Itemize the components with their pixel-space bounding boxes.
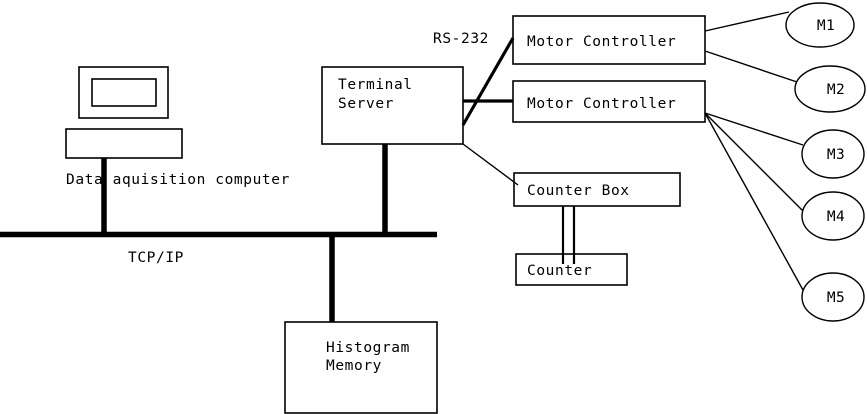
terminal-server-box: [321, 66, 464, 145]
motor-m4-ellipse: [801, 191, 865, 241]
rs232-edge-label: RS-232: [433, 31, 489, 47]
motor-m1-label: M1: [817, 18, 835, 34]
computer-base-unit: [65, 128, 183, 159]
motor-m4-label: M4: [827, 209, 845, 225]
histogram-memory-label-line2: Memory: [326, 358, 382, 374]
motor-controller-1-to-m1-link: [704, 11, 790, 32]
terminal-server-to-counter-box-link: [462, 143, 519, 186]
histogram-memory-label-line1: Histogram: [326, 340, 410, 356]
tcpip-edge-label: TCP/IP: [128, 250, 184, 266]
motor-controller-1-box: [512, 15, 706, 65]
counter-label: Counter: [527, 263, 592, 279]
data-acquisition-computer-caption: Data aquisition computer: [66, 172, 290, 188]
motor-controller-2-label: Motor Controller: [527, 96, 676, 112]
motor-controller-2-to-m3-link: [704, 112, 804, 146]
monitor-screen: [91, 78, 157, 107]
motor-controller-1-label: Motor Controller: [527, 34, 676, 50]
motor-m3-label: M3: [827, 147, 845, 163]
terminal-server-label-line1: Terminal: [338, 77, 413, 93]
motor-m5-ellipse: [801, 272, 865, 322]
motor-controller-2-to-m4-link: [704, 112, 804, 212]
counter-box-label: Counter Box: [527, 183, 630, 199]
motor-controller-1-to-m2-link: [704, 50, 798, 83]
motor-m5-label: M5: [827, 290, 845, 306]
terminal-server-label-line2: Server: [338, 96, 394, 112]
motor-m2-ellipse: [794, 65, 866, 113]
motor-controller-2-to-m5-link: [704, 112, 804, 291]
terminal-server-to-motor-controller-1-link: [461, 37, 515, 126]
motor-m1-ellipse: [785, 2, 855, 48]
counter-box-box: [513, 172, 681, 207]
histogram-memory-box: [284, 321, 438, 414]
motor-m2-label: M2: [827, 82, 845, 98]
counter-box: [515, 253, 628, 286]
motor-m3-ellipse: [801, 129, 865, 179]
